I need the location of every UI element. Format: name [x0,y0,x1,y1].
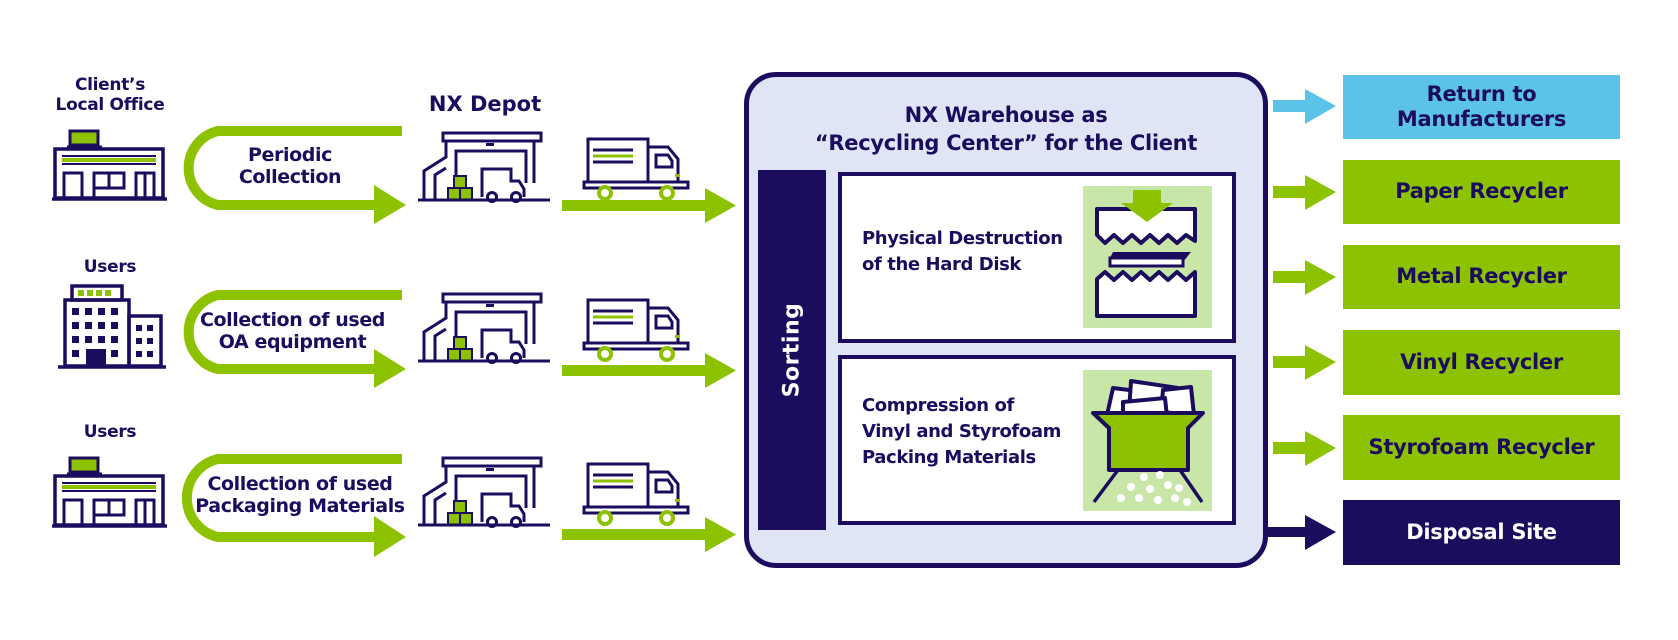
delivery-truck-icon [582,137,690,201]
tall-office-building-icon [58,284,166,369]
output-arrow-metal [1273,260,1336,295]
process-label-line: Packing Materials [862,447,1036,468]
process-label: Compression of Vinyl and Styrofoam Packi… [862,393,1061,471]
output-arrow-vinyl [1273,345,1336,380]
collection-label-line: Packaging Materials [195,494,405,517]
collection-label-line: OA equipment [218,330,367,353]
source-label-users-2: Users [83,422,137,442]
output-arrow-paper [1273,175,1336,210]
office-building-icon [52,129,167,201]
collection-label-line: Collection of used [207,473,393,495]
recycling-center-box: NX Warehouse as “Recycling Center” for t… [744,72,1268,568]
destination-label: Return to [1426,81,1537,106]
collection-label-periodic: Periodic Collection [195,144,385,189]
collection-label-packaging: Collection of used Packaging Materials [190,473,410,518]
output-arrow-disposal [1268,515,1336,550]
delivery-truck-icon [582,298,690,362]
title-line: “Recycling Center” for the Client [814,131,1198,156]
transport-arrow [562,188,736,223]
source-label-line: Client’s [74,75,146,95]
recycling-center-title: NX Warehouse as “Recycling Center” for t… [749,101,1263,158]
collection-label-oa-equipment: Collection of used OA equipment [190,309,395,354]
delivery-truck-icon [582,462,690,526]
process-label-line: of the Hard Disk [862,254,1021,275]
collection-label-line: Collection [238,165,342,188]
source-label-line: Local Office [55,94,165,115]
depot-label: NX Depot [428,92,542,116]
compressor-bin-icon [1083,370,1212,511]
source-label-client-office: Client’s Local Office [40,75,180,115]
destination-styrofoam-recycler: Styrofoam Recycler [1343,415,1620,480]
destination-return-to-manufacturers: Return to Manufacturers [1343,75,1620,139]
collection-label-line: Periodic [248,144,332,166]
sorting-bar: Sorting [758,170,826,530]
title-line: NX Warehouse as [904,103,1108,127]
process-label-line: Compression of [862,395,1014,416]
process-panel-compression: Compression of Vinyl and Styrofoam Packi… [838,355,1236,525]
collection-label-line: Collection of used [199,309,386,331]
collection-u-arrow [183,290,406,388]
destination-paper-recycler: Paper Recycler [1343,160,1620,224]
process-label-line: Physical Destruction [862,228,1063,249]
destination-vinyl-recycler: Vinyl Recycler [1343,330,1620,395]
destination-metal-recycler: Metal Recycler [1343,245,1620,309]
transport-arrow [562,517,736,552]
hard-disk-crusher-icon [1083,186,1212,328]
depot-warehouse-icon [418,292,550,364]
process-panel-hard-disk: Physical Destruction of the Hard Disk [838,172,1236,343]
sorting-label: Sorting [779,302,805,398]
collection-u-arrow [183,126,406,224]
depot-warehouse-icon [418,456,550,528]
output-arrow-return [1273,89,1336,124]
process-label-line: Vinyl and Styrofoam [862,421,1061,442]
transport-arrow [562,353,736,388]
source-label-users-1: Users [83,257,137,277]
output-arrow-styrofoam [1273,431,1336,466]
office-building-icon [52,456,167,528]
destination-disposal-site: Disposal Site [1343,500,1620,565]
depot-warehouse-icon [418,131,550,203]
process-label: Physical Destruction of the Hard Disk [862,226,1063,278]
collection-u-arrow [181,454,406,557]
destination-label: Manufacturers [1396,107,1567,131]
